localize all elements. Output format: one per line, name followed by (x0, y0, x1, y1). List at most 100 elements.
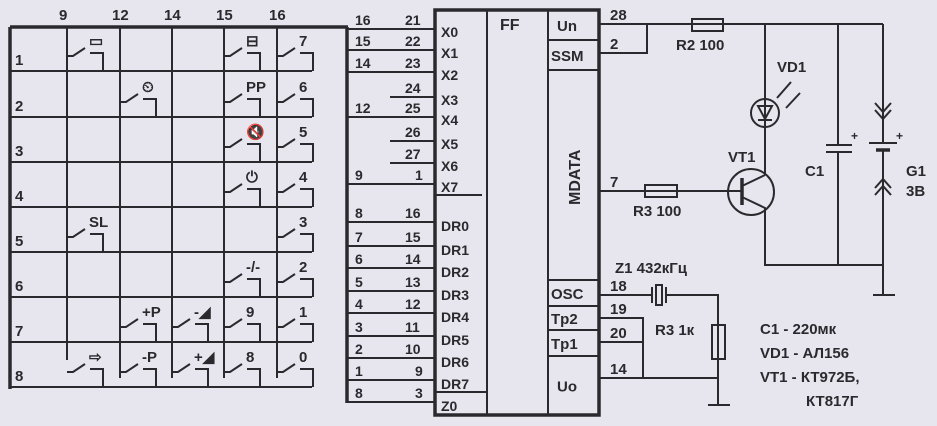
c1-label: C1 (805, 163, 824, 180)
switch-contact (300, 368, 314, 387)
column-label: 14 (164, 7, 181, 24)
pin-number: 25 (405, 100, 421, 116)
row-label: 6 (15, 278, 23, 295)
switch-contact (277, 363, 296, 373)
switch-contact (172, 363, 191, 373)
key-label: SL (89, 214, 108, 231)
wire-number: 8 (355, 205, 363, 221)
wire-number: 7 (355, 229, 363, 245)
key-label: PP (246, 79, 266, 96)
pin-number: 14 (610, 361, 627, 378)
r3-label: R3 100 (633, 203, 681, 220)
row-label: 1 (15, 52, 23, 69)
note: КТ817Г (806, 393, 859, 410)
wire (666, 294, 719, 405)
switch-contact (300, 143, 314, 162)
row-label: 8 (15, 368, 23, 385)
switch-contact (195, 368, 209, 387)
switch-contact (120, 318, 139, 328)
switch-contact (277, 318, 296, 328)
key-key-2: 2 (277, 259, 314, 297)
key-label: 0 (299, 349, 307, 366)
wire-number: 16 (355, 12, 371, 28)
battery-contact (874, 184, 892, 196)
pin-number: 13 (405, 274, 421, 290)
resistor-r3 (644, 184, 678, 198)
pin-label-dr6: DR6 (441, 354, 469, 370)
key-volume-up-icon: +◢ (172, 349, 215, 387)
pin-label-x2: X2 (441, 67, 458, 83)
pin-label-x3: X3 (441, 92, 458, 108)
pin-number: 14 (405, 251, 421, 267)
pin-number: 28 (610, 7, 627, 24)
key-label: 5 (299, 124, 307, 141)
switch-contact (224, 363, 243, 373)
switch-contact (277, 273, 296, 283)
key-label: 1 (299, 304, 307, 321)
switch-contact (277, 183, 296, 193)
crystal-z1 (655, 284, 663, 306)
switch-contact (143, 98, 157, 117)
switch-contact (195, 323, 209, 342)
pin-number: 2 (610, 36, 618, 53)
wire-number: 8 (355, 385, 363, 401)
wire-number: 4 (355, 296, 363, 312)
led-vd1 (750, 98, 780, 128)
switch-contact (143, 323, 157, 342)
key-key-4: 4 (277, 169, 314, 207)
switch-contact (300, 52, 314, 71)
pin-label-z0: Z0 (441, 398, 458, 414)
resistor-r2 (691, 18, 724, 32)
pin-number: 3 (415, 385, 423, 401)
key-key-+P: +P (120, 304, 161, 342)
switch-contact (277, 138, 296, 148)
pin-number: 9 (415, 363, 423, 379)
switch-contact (67, 363, 86, 373)
switch-contact (247, 278, 261, 297)
switch-contact (224, 93, 243, 103)
column-label: 16 (269, 7, 286, 24)
column-label: 15 (216, 7, 233, 24)
pin-number: 12 (405, 296, 421, 312)
switch-contact (300, 188, 314, 207)
wire (600, 317, 644, 378)
switch-contact (300, 233, 314, 252)
key-key-1: 1 (277, 304, 314, 342)
row-label: 3 (15, 143, 23, 160)
battery-contact (874, 102, 892, 114)
switch-contact (120, 93, 139, 103)
wire-number: 14 (355, 55, 371, 71)
column-label: 9 (59, 7, 67, 24)
key-label: 9 (246, 304, 254, 321)
switch-contact (224, 273, 243, 283)
row-label: 4 (15, 188, 24, 205)
key-key-7: 7 (277, 33, 314, 71)
key-key--P: -P (120, 349, 157, 387)
pin-label-x6: X6 (441, 158, 458, 174)
wire-number: 1 (355, 363, 363, 379)
key-timer-icon: ⏲ (120, 79, 157, 117)
wire-number: 2 (355, 341, 363, 357)
vd1-label: VD1 (777, 59, 806, 76)
led-triangle (756, 105, 774, 122)
ic-body (433, 8, 601, 417)
row-label: 7 (15, 323, 23, 340)
switch-contact (90, 368, 104, 387)
pin-label-dr3: DR3 (441, 287, 469, 303)
pin-label-dr0: DR0 (441, 218, 469, 234)
pin-label-dr4: DR4 (441, 309, 469, 325)
transistor-collector (741, 174, 766, 187)
power-icon: ⏻ (246, 169, 258, 186)
pin-number: 21 (405, 12, 421, 28)
switch-contact (67, 228, 86, 238)
switch-contact (224, 183, 243, 193)
wire-number: 6 (355, 251, 363, 267)
pin-label-x4: X4 (441, 112, 458, 128)
switch-contact (247, 143, 261, 162)
volume-down-icon: -◢ (194, 304, 211, 321)
wire-number: 5 (355, 274, 363, 290)
pin-number: 27 (405, 146, 421, 162)
